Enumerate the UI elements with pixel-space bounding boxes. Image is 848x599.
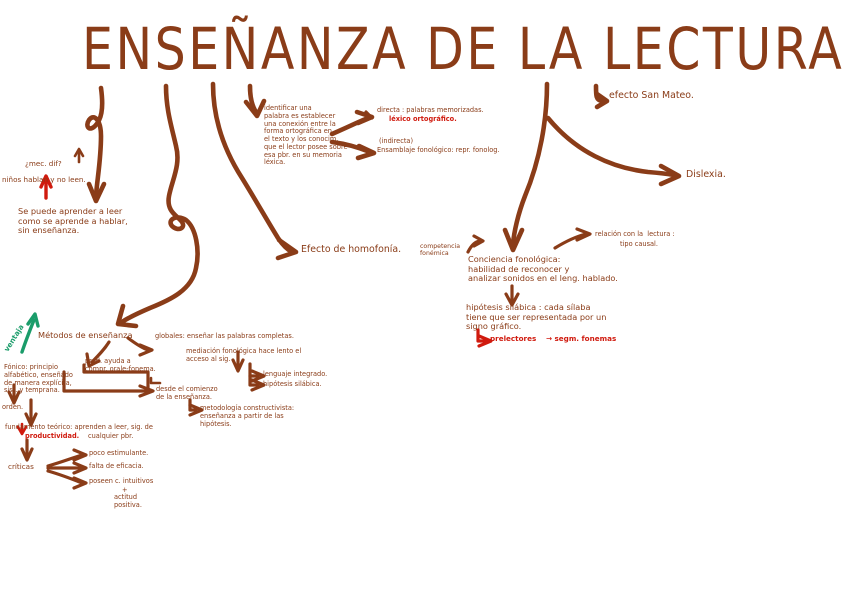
note-dislexia: Dislexia.	[686, 169, 726, 180]
note-desde-el-comienzo: desde el comienzo de la enseñanza.	[156, 385, 218, 401]
note-competencia-fonemica: competencia fonémica	[420, 243, 461, 258]
note-efecto-san-mateo: efecto San Mateo.	[609, 90, 694, 101]
note-productividad: productividad.	[25, 432, 80, 440]
note-metodo-fonico: Fónico: principio alfabético, enseñado d…	[4, 363, 73, 395]
note-falta-de-eficacia: falta de eficacia.	[89, 462, 144, 470]
note-mediacion-fonologica: mediación fonológica hace lento el acces…	[186, 347, 302, 363]
note-relacion-con-lectura: relación con la lectura :	[595, 230, 675, 238]
note-metodo-globales: globales: enseñar las palabras completas…	[155, 332, 294, 340]
note-prelectores: prelectores	[490, 334, 537, 343]
note-ventaja: ventaja	[1, 322, 26, 354]
note-poseen-c-intuitivos: poseen c. intuitivos	[89, 477, 154, 485]
note-segm-fonemas: → segm. fonemas	[546, 334, 617, 343]
note-identificar-palabra: identificar una palabra es establecer un…	[264, 104, 348, 167]
note-orden: orden.	[2, 403, 24, 411]
note-se-puede-aprender: Se puede aprender a leer como se aprende…	[18, 206, 128, 236]
note-cualquier-pbr: cualquier pbr.	[88, 432, 134, 440]
note-mec-dif: ¿mec. dif?	[25, 159, 62, 168]
note-pred-ayuda: pred. ayuda a compr. orale-fonema.	[85, 357, 156, 373]
note-hipotesis-silabica-definicion: hipótesis silábica : cada sílaba tiene q…	[466, 302, 607, 332]
note-fundamento-teorico: fundamento teórico: aprenden a leer, sig…	[5, 423, 153, 431]
note-lenguaje-integrado: lenguaje integrado.	[263, 370, 328, 378]
note-actitud-positiva: actitud positiva.	[114, 493, 142, 509]
page-title: ENSEÑANZA DE LA LECTURA	[82, 16, 845, 84]
note-poco-estimulante: poco estimulante.	[89, 449, 149, 457]
note-tipo-causal: tipo causal.	[620, 240, 658, 248]
note-hipotesis-silabica-item: hipótesis silábica.	[263, 380, 322, 388]
note-metodos-de-ensenanza: Métodos de enseñanza	[38, 330, 133, 340]
note-conciencia-fonologica: Conciencia fonológica: habilidad de reco…	[468, 254, 618, 284]
note-plus-sign: +	[122, 486, 128, 494]
note-efecto-homofonia: Efecto de homofonía.	[301, 244, 402, 255]
note-criticas-label: críticas	[8, 462, 34, 471]
note-indirecta-label: (indirecta)	[379, 137, 414, 145]
note-metodologia-constructivista: metodología constructivista: enseñanza a…	[200, 404, 295, 428]
note-ensamblaje-fonologico: Ensamblaje fonológico: repr. fonolog.	[377, 146, 500, 154]
note-ruta-directa: directa : palabras memorizadas.	[377, 106, 484, 114]
note-ninos-hablan-no-leen: niños hablan y no leen.	[2, 175, 86, 184]
note-lexico-ortografico: léxico ortográfico.	[389, 115, 457, 123]
